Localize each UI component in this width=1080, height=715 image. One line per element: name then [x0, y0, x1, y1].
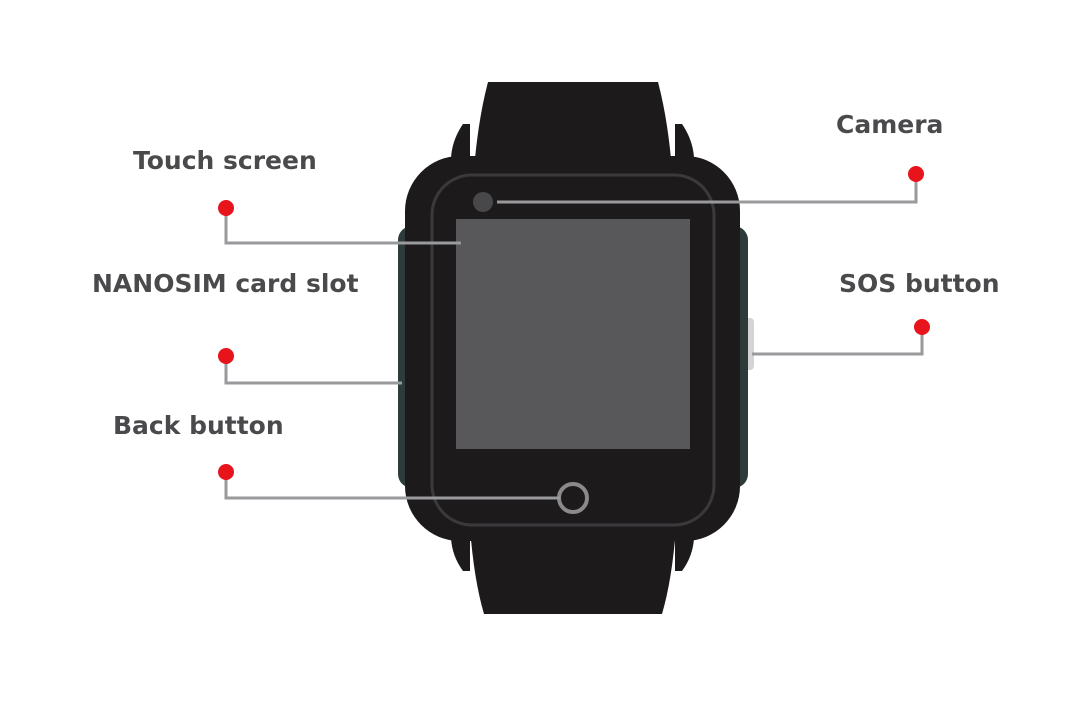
touch-screen-marker	[218, 200, 234, 216]
touch-screen-label: Touch screen	[133, 146, 317, 175]
nanosim-slot-label: NANOSIM card slot	[92, 269, 359, 298]
leader-lines	[224, 176, 924, 500]
camera-marker	[908, 166, 924, 182]
strap-clips	[451, 124, 694, 571]
bottom-strap	[470, 528, 676, 614]
sos-leader	[752, 329, 924, 356]
sos-marker	[914, 319, 930, 335]
sos-button-label: SOS button	[839, 269, 1000, 298]
top-strap	[474, 82, 672, 170]
nanosim-leader	[224, 358, 402, 385]
nanosim-marker	[218, 348, 234, 364]
camera-label: Camera	[836, 110, 944, 139]
back-button-marker	[218, 464, 234, 480]
camera-leader	[497, 176, 918, 204]
back-button-leader	[224, 473, 560, 500]
camera-lens-icon	[473, 192, 493, 212]
marker-dots	[218, 166, 930, 480]
back-button-label: Back button	[113, 411, 284, 440]
touch-screen-leader	[224, 210, 461, 245]
watch-bezel-outline	[430, 173, 716, 527]
touch-screen[interactable]	[456, 219, 690, 449]
